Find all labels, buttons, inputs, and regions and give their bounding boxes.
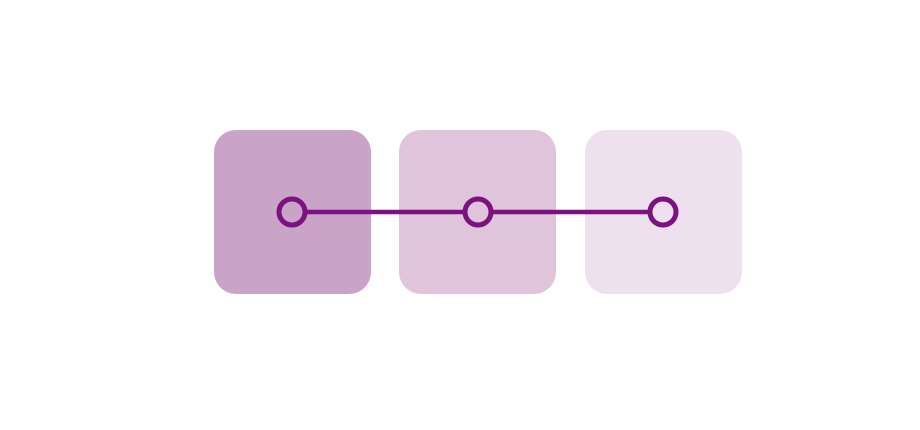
step-node-3	[647, 196, 679, 228]
step-node-1	[276, 196, 308, 228]
step-node-2	[462, 196, 494, 228]
